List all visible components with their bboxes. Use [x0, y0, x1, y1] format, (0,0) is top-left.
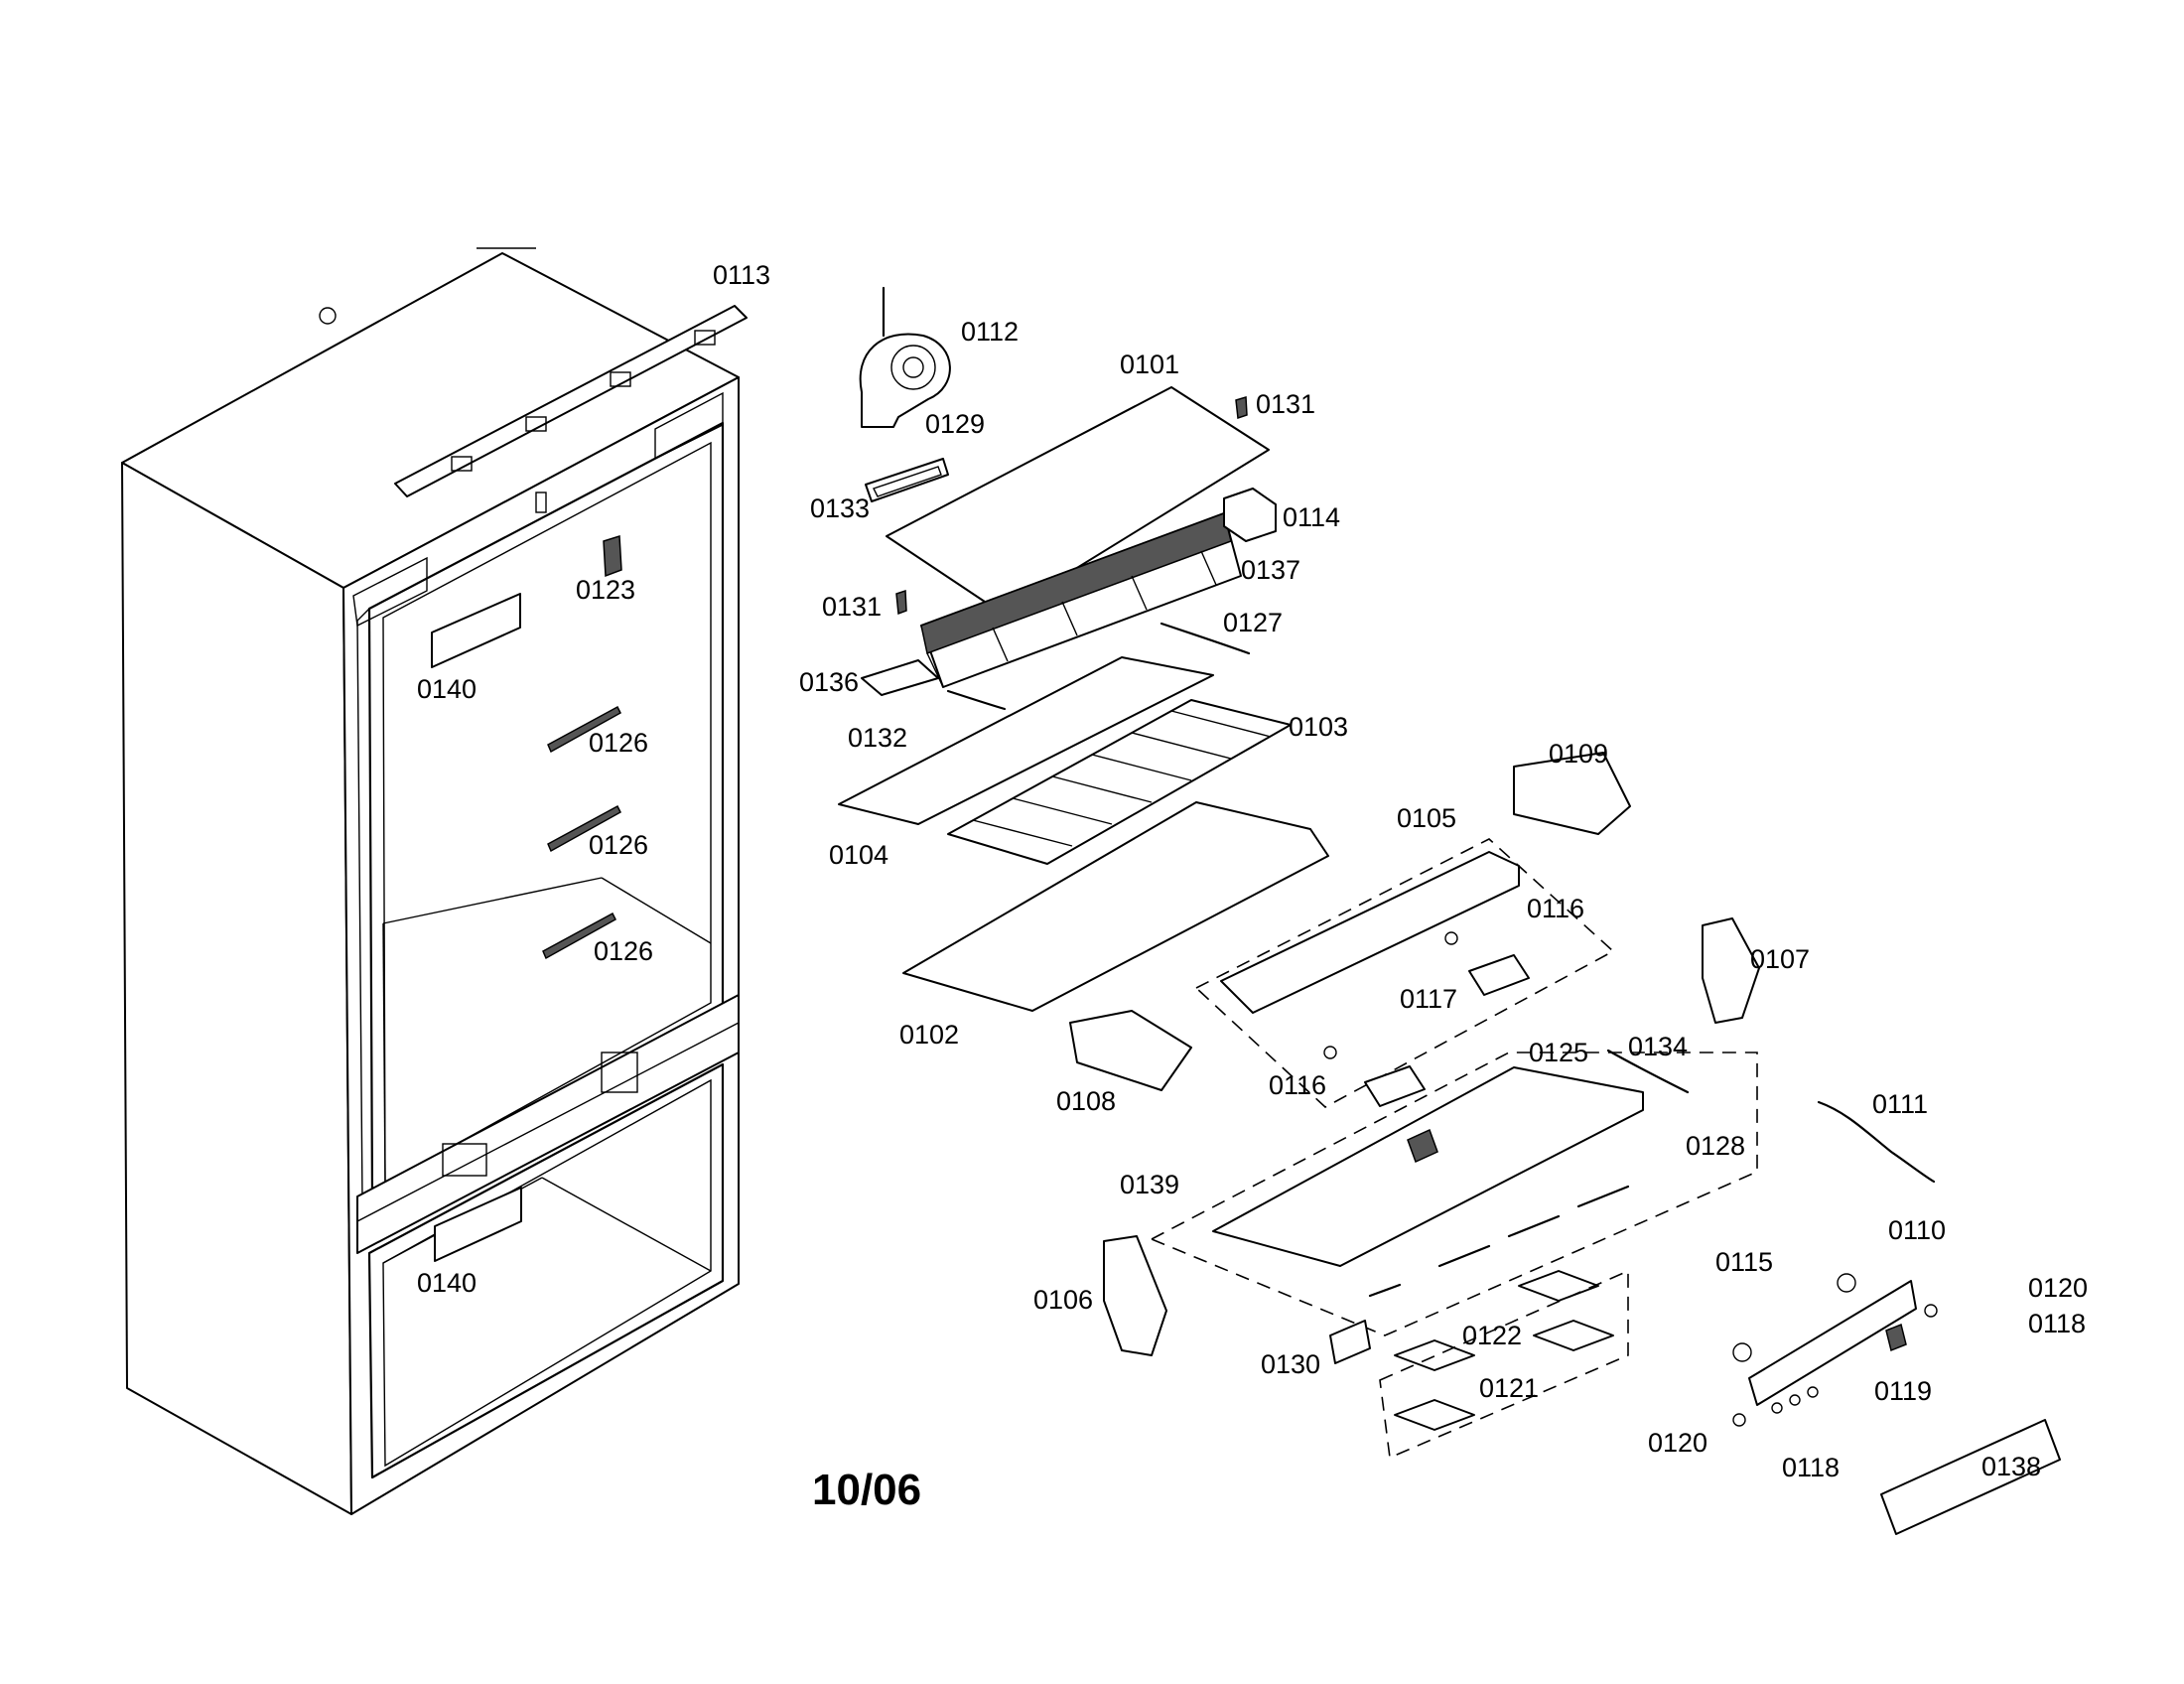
part-0107-side-bracket [1702, 917, 1760, 1024]
part-0116-0117-dampers [1323, 931, 1530, 1107]
label-0117: 0117 [1400, 984, 1457, 1014]
label-0110: 0110 [1888, 1215, 1946, 1245]
part-0128-seal-strips [1368, 1185, 1630, 1298]
label-0122: 0122 [1462, 1321, 1522, 1350]
refrigerator-cabinet [121, 247, 740, 1515]
label-0118: 0118 [2028, 1309, 2086, 1338]
part-0108-side-bracket [1069, 1010, 1192, 1091]
part-0132-sensor [946, 689, 1007, 711]
part-0110-control-panel [1732, 1273, 2061, 1535]
part-0139-air-duct [1150, 1052, 1758, 1336]
label-0140: 0140 [417, 674, 477, 704]
part-0127-wire [1160, 622, 1251, 655]
label-0131-b: 0131 [822, 592, 882, 622]
part-0129-0133-bracket [865, 458, 949, 502]
label-0119: 0119 [1874, 1376, 1932, 1406]
label-0126-b: 0126 [589, 830, 648, 860]
label-0116: 0116 [1527, 894, 1584, 923]
part-0137-evaporator-coil [920, 512, 1242, 688]
label-0125: 0125 [1529, 1038, 1588, 1067]
label-0137: 0137 [1241, 555, 1300, 585]
label-0116-b: 0116 [1269, 1070, 1326, 1100]
part-0138-overlay [1880, 1419, 2061, 1535]
label-0136: 0136 [799, 667, 859, 697]
label-0114: 0114 [1283, 502, 1340, 532]
label-0128: 0128 [1686, 1131, 1745, 1161]
label-0107: 0107 [1750, 944, 1810, 974]
part-0140-upper-plate [431, 593, 521, 668]
label-0130: 0130 [1261, 1349, 1320, 1379]
part-0140-lower-plate [434, 1187, 522, 1262]
part-0103-heater [947, 699, 1292, 865]
label-0111: 0111 [1872, 1089, 1928, 1119]
label-0109: 0109 [1549, 739, 1608, 769]
date-code: 10/06 [812, 1466, 921, 1514]
part-0113-top-rail [394, 305, 748, 497]
label-0126: 0126 [589, 728, 648, 758]
part-labels: 0113 0112 0101 0131 0129 0133 0114 0137 … [417, 260, 2088, 1514]
part-0114-bracket [1223, 488, 1277, 542]
part-0126-shelf-supports [542, 705, 621, 960]
part-0112-fan [859, 286, 951, 428]
label-0108: 0108 [1056, 1086, 1116, 1116]
part-0111-wire-harness [1817, 1100, 1936, 1184]
label-0140-b: 0140 [417, 1268, 477, 1298]
label-0138: 0138 [1981, 1452, 2041, 1481]
label-0120-b: 0120 [1648, 1428, 1707, 1458]
label-0118-b: 0118 [1782, 1453, 1840, 1482]
label-0131: 0131 [1256, 389, 1315, 419]
label-0139: 0139 [1120, 1170, 1179, 1199]
label-0126-c: 0126 [594, 936, 653, 966]
part-0106-side-bracket [1103, 1235, 1167, 1356]
part-0105-cover-assembly [1194, 838, 1615, 1108]
label-0112: 0112 [961, 317, 1019, 347]
part-0121-0122-pads [1379, 1269, 1629, 1460]
part-0109-side-bracket [1513, 752, 1631, 835]
label-0121: 0121 [1479, 1373, 1539, 1403]
label-0134: 0134 [1628, 1032, 1688, 1061]
label-0129: 0129 [925, 409, 985, 439]
label-0127: 0127 [1223, 608, 1283, 637]
label-0102: 0102 [899, 1020, 959, 1050]
label-0113: 0113 [713, 260, 770, 290]
part-0104-drain-channel [838, 656, 1214, 825]
part-0136-clamp [861, 659, 939, 696]
label-0133: 0133 [810, 493, 870, 523]
part-0102-drip-tray [902, 801, 1329, 1012]
part-0131-screw-top [1235, 396, 1248, 420]
part-0101-evaporator-cover [886, 386, 1270, 615]
label-0101: 0101 [1120, 350, 1179, 379]
part-0130-bracket [1329, 1320, 1371, 1364]
part-0123-clip [603, 534, 622, 578]
label-0123: 0123 [576, 575, 635, 605]
label-0103: 0103 [1289, 712, 1348, 742]
label-0115: 0115 [1715, 1247, 1773, 1277]
label-0104: 0104 [829, 840, 888, 870]
label-0106: 0106 [1033, 1285, 1093, 1315]
part-0131-screw-left [895, 589, 907, 616]
part-0134-wire [1606, 1049, 1690, 1094]
label-0120: 0120 [2028, 1273, 2088, 1303]
label-0105: 0105 [1397, 803, 1456, 833]
label-0132: 0132 [848, 723, 907, 753]
